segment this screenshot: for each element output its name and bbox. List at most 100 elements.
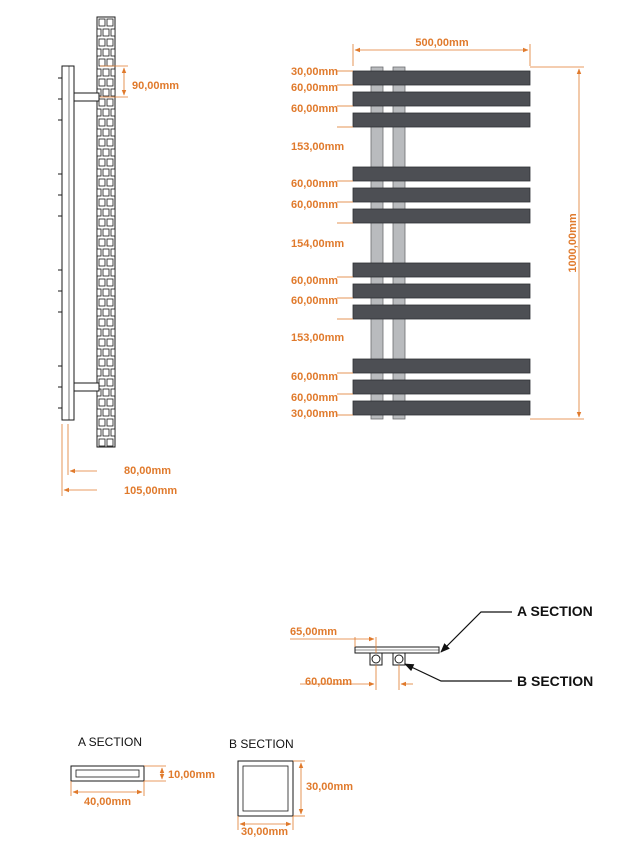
brick	[102, 48, 110, 57]
brick	[98, 378, 106, 387]
brick	[96, 368, 102, 377]
brick	[106, 238, 114, 247]
brick	[98, 358, 106, 367]
top-view: 65,00mm 60,00mm A SECTION B SECTION	[290, 603, 593, 690]
brick	[110, 28, 116, 37]
brick	[106, 438, 114, 447]
brick	[106, 158, 114, 167]
brick	[96, 328, 102, 337]
brick	[98, 18, 106, 27]
brick	[98, 298, 106, 307]
towel-bar	[352, 400, 531, 416]
brick	[98, 238, 106, 247]
brick	[106, 358, 114, 367]
brick	[96, 248, 102, 257]
brick	[96, 108, 102, 117]
brick	[110, 268, 116, 277]
brick	[96, 268, 102, 277]
b-section-leader	[404, 663, 512, 682]
b-section-title: B SECTION	[229, 737, 294, 751]
brick	[106, 378, 114, 387]
top-view-column-left-hole	[371, 654, 381, 664]
brick	[110, 288, 116, 297]
a-section-width-label: 40,00mm	[84, 796, 131, 808]
brick	[106, 338, 114, 347]
brick	[102, 348, 110, 357]
brick	[96, 148, 102, 157]
brick	[98, 318, 106, 327]
brick	[98, 218, 106, 227]
brick	[106, 198, 114, 207]
brick	[98, 258, 106, 267]
vertical-column-left	[370, 66, 384, 420]
brick	[96, 28, 102, 37]
brick	[96, 128, 102, 137]
towel-bar	[352, 283, 531, 299]
b-section-height-label: 30,00mm	[306, 781, 353, 793]
brick	[106, 118, 114, 127]
brick	[110, 168, 116, 177]
brick	[106, 318, 114, 327]
brick	[96, 408, 102, 417]
brick	[98, 398, 106, 407]
dim-left-label: 60,00mm	[291, 178, 338, 190]
brick-wall	[96, 16, 116, 448]
b-section-detail: B SECTION 30,00mm 30,00mm	[229, 737, 353, 838]
brick	[96, 68, 102, 77]
dim-left-label: 60,00mm	[291, 82, 338, 94]
brick	[98, 278, 106, 287]
dim-left-label: 153,00mm	[291, 332, 344, 344]
a-section-height-label: 10,00mm	[168, 769, 215, 781]
brick	[110, 248, 116, 257]
brick	[96, 348, 102, 357]
radiator-side-profile	[61, 65, 75, 421]
dim-left-label: 30,00mm	[291, 408, 338, 420]
brick	[106, 178, 114, 187]
a-section-inner	[75, 769, 140, 778]
brick	[106, 138, 114, 147]
brick	[98, 198, 106, 207]
brick	[98, 98, 106, 107]
vertical-column-right	[392, 66, 406, 420]
front-view: 500,00mm 1000,00mm 30,00mm60,00mm60,00mm…	[291, 37, 584, 420]
dim-left-label: 60,00mm	[291, 275, 338, 287]
dim-left-label: 30,00mm	[291, 66, 338, 78]
dim-left-label: 60,00mm	[291, 199, 338, 211]
brick	[102, 368, 110, 377]
towel-bar	[352, 70, 531, 86]
brick	[110, 148, 116, 157]
brick	[106, 398, 114, 407]
dim-top-offset-label: 90,00mm	[132, 80, 179, 92]
towel-bar	[352, 208, 531, 224]
brick	[106, 58, 114, 67]
brick	[96, 228, 102, 237]
brick	[110, 408, 116, 417]
brick	[102, 308, 110, 317]
b-section-callout: B SECTION	[517, 673, 593, 689]
dim-left-label: 60,00mm	[291, 392, 338, 404]
wall-bracket-bottom	[73, 382, 100, 392]
brick	[98, 118, 106, 127]
brick	[106, 38, 114, 47]
brick	[98, 78, 106, 87]
brick	[102, 208, 110, 217]
brick	[98, 58, 106, 67]
brick	[96, 288, 102, 297]
brick	[110, 328, 116, 337]
dim-height-label: 1000,00mm	[567, 213, 579, 273]
brick	[110, 48, 116, 57]
wall-bracket-top	[73, 92, 100, 102]
brick	[98, 158, 106, 167]
a-section-title: A SECTION	[78, 735, 142, 749]
towel-bar	[352, 358, 531, 374]
brick	[106, 78, 114, 87]
brick	[110, 428, 116, 437]
brick	[110, 108, 116, 117]
brick	[102, 88, 110, 97]
brick	[96, 188, 102, 197]
brick	[106, 18, 114, 27]
brick	[110, 208, 116, 217]
brick	[102, 388, 110, 397]
brick	[96, 308, 102, 317]
